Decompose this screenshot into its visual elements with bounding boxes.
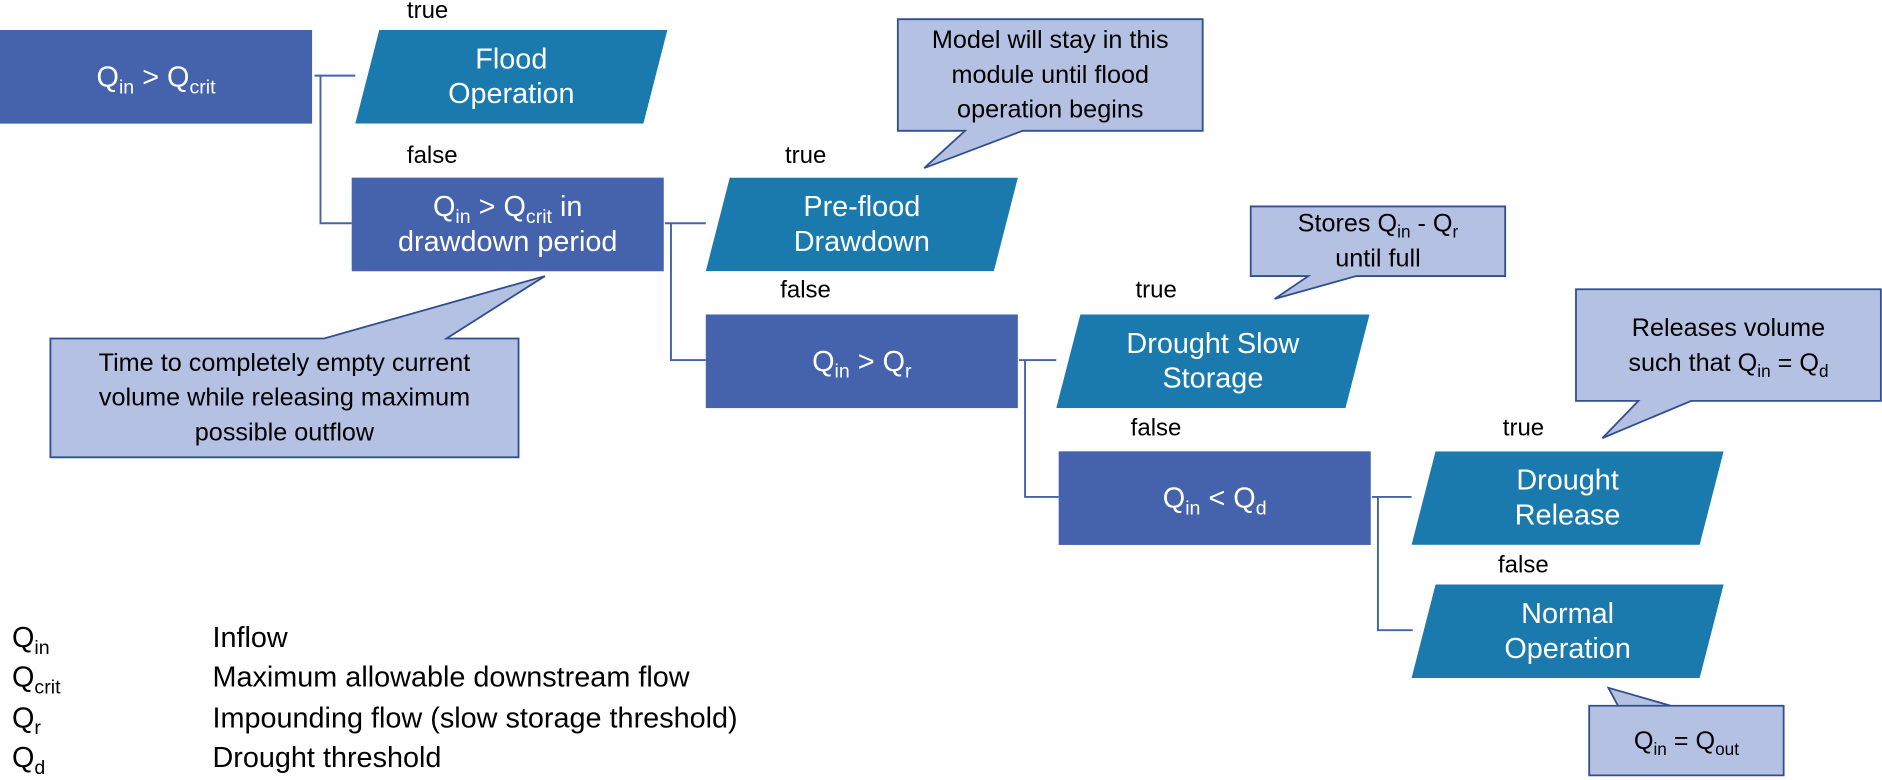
connector-1 xyxy=(314,74,356,225)
callout-time-to-empty: Time to completely empty current volume … xyxy=(49,275,546,459)
legend-symbol-qr: Qr xyxy=(12,702,41,740)
callout-releases: Releases volume such that Qin = Qd xyxy=(1575,288,1882,439)
label-true-3: true xyxy=(1135,277,1177,304)
decision-qin-gt-qcrit: Qin > Qcrit xyxy=(0,30,313,124)
legend-desc-qcrit: Maximum allowable downstream flow xyxy=(212,661,690,694)
label-false-2: false xyxy=(780,277,831,304)
connector-3 xyxy=(1019,359,1059,498)
callout-model-stay: Model will stay in this module until flo… xyxy=(896,18,1204,169)
decision-qin-lt-qd: Qin < Qd xyxy=(1058,451,1371,545)
legend-symbol-qd: Qd xyxy=(12,741,46,779)
label-true-4: true xyxy=(1502,415,1545,442)
label-true-1: true xyxy=(406,0,449,25)
legend-desc-qr: Impounding flow (slow storage threshold) xyxy=(212,702,738,735)
label-false-3: false xyxy=(1130,415,1182,442)
connector-2 xyxy=(664,222,706,362)
callout-qin-eq-qout: Qin = Qout xyxy=(1588,686,1785,777)
label-false-1: false xyxy=(406,142,458,170)
legend-desc-qd: Drought threshold xyxy=(212,741,442,775)
label-true-2: true xyxy=(784,142,827,170)
decision-qin-gt-qr: Qin > Qr xyxy=(705,314,1018,409)
label-false-4: false xyxy=(1497,552,1549,579)
legend-desc-qin: Inflow xyxy=(212,621,288,655)
connector-4 xyxy=(1371,495,1413,632)
decision-drawdown-period: Qin > Qcrit in drawdown period xyxy=(351,177,664,272)
callout-stores: Stores Qin - Qr until full xyxy=(1249,205,1507,300)
legend-symbol-qin: Qin xyxy=(12,621,50,659)
legend-symbol-qcrit: Qcrit xyxy=(12,661,61,699)
